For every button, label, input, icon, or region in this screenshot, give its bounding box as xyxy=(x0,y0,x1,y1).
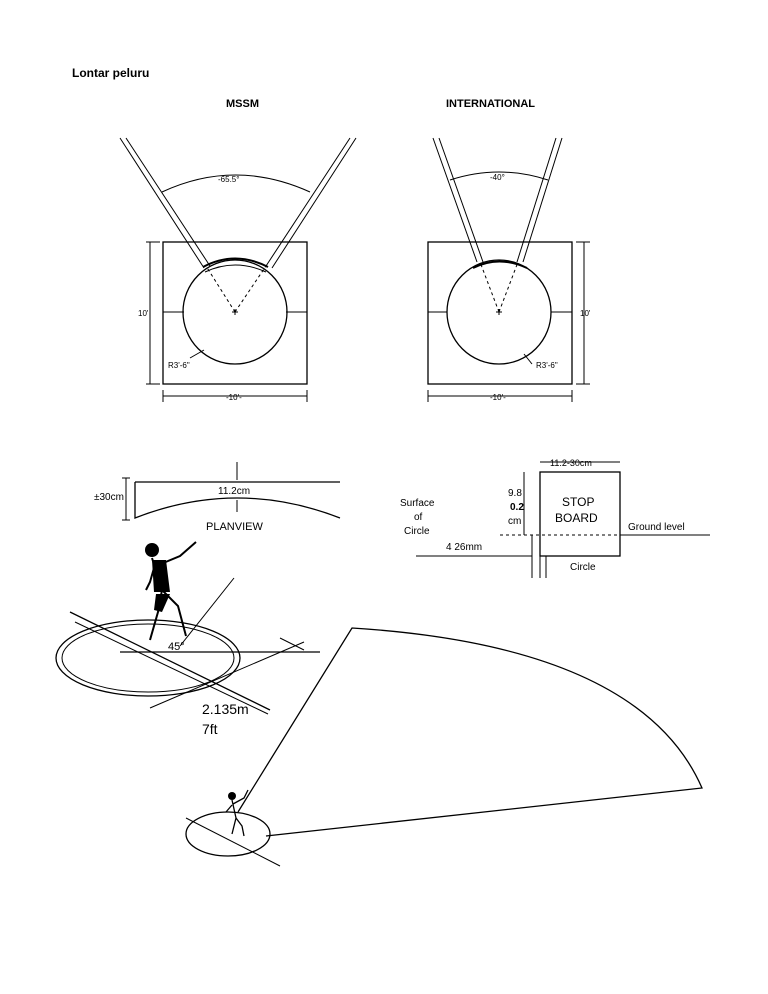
intl-radius-label: R3'-6" xyxy=(536,361,558,370)
international-diagram: -40° 10' R3'-6" -10'- xyxy=(427,137,591,402)
intl-bottom-dim: -10'- xyxy=(490,393,506,402)
stop-board-label-1: STOP xyxy=(562,495,594,509)
height-value-2: 0.2 xyxy=(510,502,524,513)
column-label-international: INTERNATIONAL xyxy=(446,98,536,110)
intl-square xyxy=(427,241,573,385)
stop-board-top-dim: 11.2-30cm xyxy=(550,458,592,468)
toeboard-planview: ±30cm 11.2cm PLANVIEW xyxy=(94,462,341,533)
mssm-angle-label: -65.5° xyxy=(218,175,239,184)
mssm-square xyxy=(162,241,308,385)
depth-label: 4 26mm xyxy=(446,542,482,553)
stop-board-box xyxy=(539,471,621,557)
stop-board-label-2: BOARD xyxy=(555,511,598,525)
page-title: Lontar peluru xyxy=(72,66,150,80)
toeboard-height-dim: ±30cm xyxy=(94,492,124,503)
surface-label-2: of xyxy=(414,512,423,523)
column-label-mssm: MSSM xyxy=(226,98,259,110)
circle-diameter-m: 2.135m xyxy=(202,701,249,717)
mssm-radius-label: R3'-6" xyxy=(168,361,190,370)
ground-level-label: Ground level xyxy=(628,522,685,533)
circle-label: Circle xyxy=(570,562,596,573)
surface-label-3: Circle xyxy=(404,526,430,537)
intl-side-dim: 10' xyxy=(580,309,591,318)
athlete-figure xyxy=(145,541,197,641)
thrower-circle-diagram: 45° 2.135m 7ft xyxy=(55,541,320,737)
intl-circle xyxy=(446,259,552,365)
small-athlete-figure xyxy=(225,789,249,837)
mssm-bottom-dim: -10'- xyxy=(226,393,242,402)
height-value-1: 9.8 xyxy=(508,488,522,499)
stop-board-section: 11.2-30cm STOP BOARD Ground level Surfac… xyxy=(400,458,710,578)
mssm-side-dim: 10' xyxy=(138,309,149,318)
intl-angle-label: -40° xyxy=(490,173,505,182)
landing-sector-diagram xyxy=(185,627,703,867)
toeboard-caption: PLANVIEW xyxy=(206,521,263,533)
circle-angle-label: 45° xyxy=(168,641,185,653)
mssm-diagram: -65.5° 10' R3'-6" -10'- xyxy=(119,137,357,402)
height-unit: cm xyxy=(508,516,521,527)
circle-diameter-ft: 7ft xyxy=(202,721,218,737)
mssm-circle xyxy=(182,259,288,365)
surface-label-1: Surface xyxy=(400,498,435,509)
toeboard-length-dim: 11.2cm xyxy=(218,486,250,497)
